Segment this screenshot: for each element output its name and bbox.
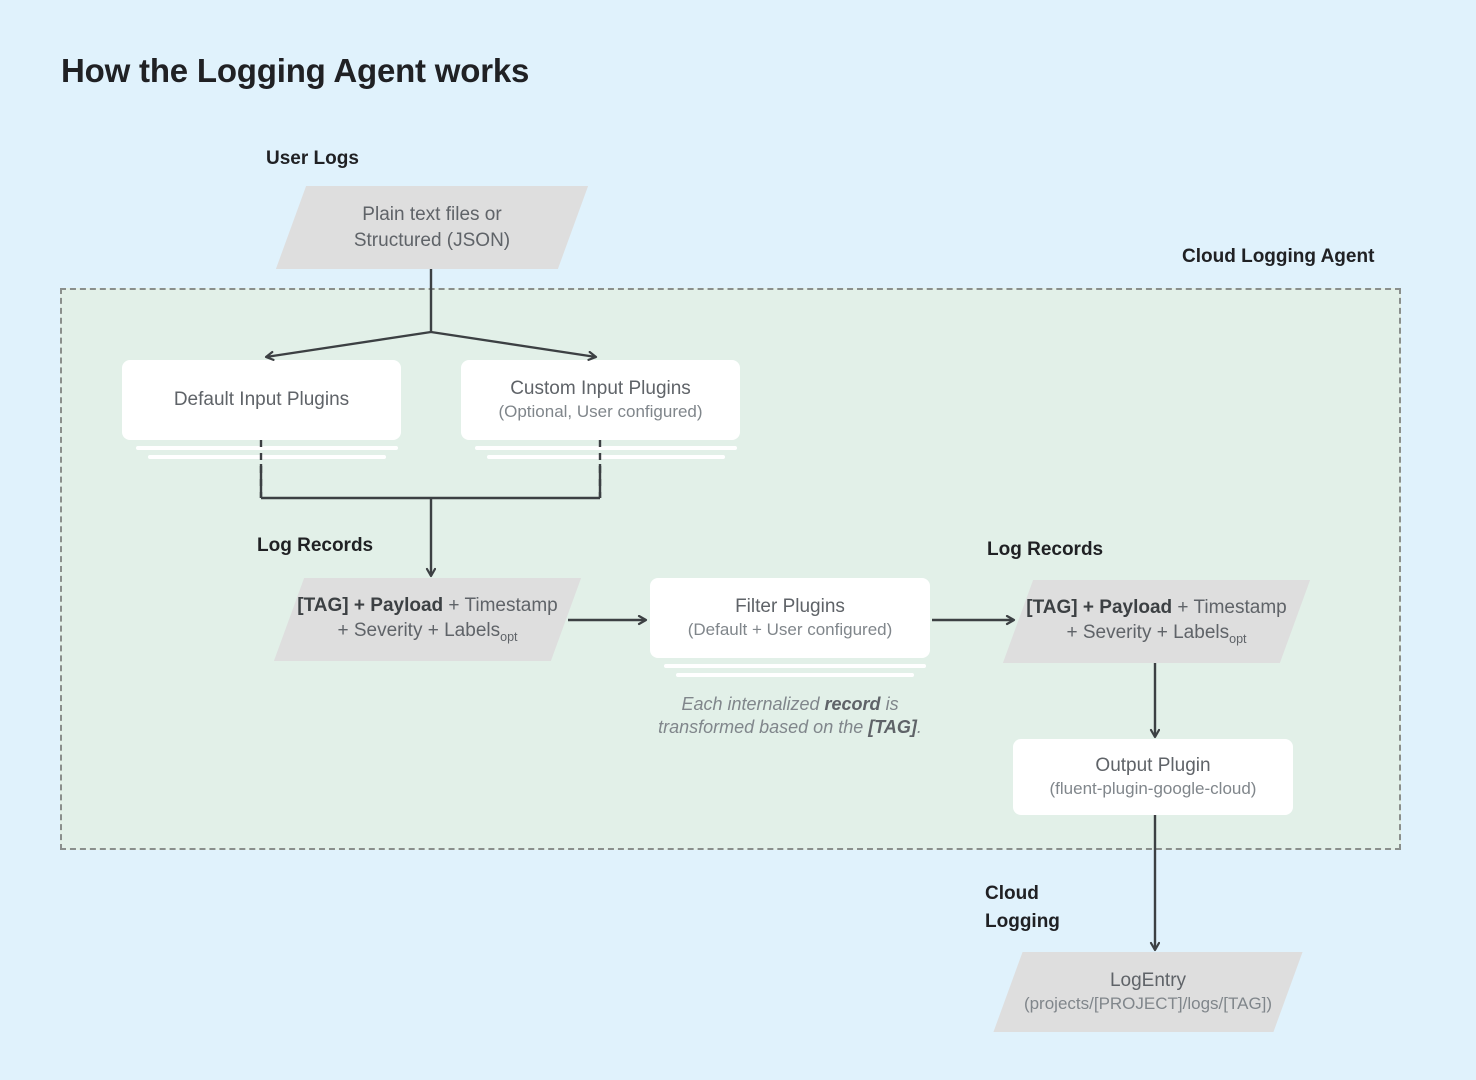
page-title: How the Logging Agent works xyxy=(61,52,530,89)
log-record-left-subscript: opt xyxy=(500,630,518,645)
filter-plugins-title: Filter Plugins xyxy=(735,595,845,617)
custom-input-plugins-stack-1 xyxy=(475,446,737,450)
caption-cloud-logging: Cloud Logging xyxy=(985,883,1060,932)
filter-plugins-subtitle: (Default + User configured) xyxy=(687,620,893,640)
filter-note-part-6: . xyxy=(916,717,922,738)
output-plugin-title: Output Plugin xyxy=(1095,754,1211,776)
log-record-left-rest-2: + Severity + Labels xyxy=(337,620,501,642)
filter-plugins-stack-2 xyxy=(676,673,914,677)
filter-note-tag: [TAG] xyxy=(868,717,917,738)
log-record-right-line-1: [TAG] + Payload + Timestamp xyxy=(1026,595,1286,620)
log-record-left-tag: [TAG] xyxy=(297,595,349,617)
custom-input-plugins-subtitle: (Optional, User configured) xyxy=(498,402,703,422)
log-entry-subtitle: (projects/[PROJECT]/logs/[TAG]) xyxy=(1023,994,1273,1014)
caption-user-logs: User Logs xyxy=(266,148,359,169)
node-log-record-right: [TAG] + Payload + Timestamp + Severity +… xyxy=(1002,580,1311,663)
custom-input-plugins-title: Custom Input Plugins xyxy=(510,377,691,399)
log-record-right-rest-1: + Timestamp xyxy=(1172,597,1287,619)
filter-note-part-4: transformed based on the xyxy=(658,717,869,738)
filter-note-record: record xyxy=(824,694,881,714)
log-record-right-tag: [TAG] xyxy=(1026,597,1078,619)
log-record-right-payload: Payload xyxy=(1099,597,1173,619)
log-record-left-payload: Payload xyxy=(370,595,444,617)
default-input-plugins-stack-1 xyxy=(136,446,398,450)
default-input-plugins-stack-2 xyxy=(148,455,386,459)
user-logs-line-2: Structured (JSON) xyxy=(353,229,511,251)
node-log-entry: LogEntry (projects/[PROJECT]/logs/[TAG]) xyxy=(993,952,1303,1032)
log-record-left-line-2: + Severity + Labelsopt xyxy=(337,618,517,645)
user-logs-line-1: Plain text files or xyxy=(362,204,502,226)
log-record-left-line-1: [TAG] + Payload + Timestamp xyxy=(297,593,557,618)
node-log-record-left: [TAG] + Payload + Timestamp + Severity +… xyxy=(273,578,582,661)
filter-transform-note: Each internalized record is transformed … xyxy=(620,693,960,740)
log-record-right-rest-2: + Severity + Labels xyxy=(1066,622,1230,644)
default-input-plugins-title: Default Input Plugins xyxy=(173,388,350,410)
log-record-right-line-2: + Severity + Labelsopt xyxy=(1066,620,1246,647)
node-custom-input-plugins[interactable]: Custom Input Plugins (Optional, User con… xyxy=(461,360,740,440)
output-plugin-subtitle: (fluent-plugin-google-cloud) xyxy=(1049,779,1257,799)
node-output-plugin[interactable]: Output Plugin (fluent-plugin-google-clou… xyxy=(1013,739,1293,815)
log-record-right-plus: + xyxy=(1077,597,1100,619)
filter-note-part-1: Each internalized xyxy=(681,694,825,714)
caption-log-records-left: Log Records xyxy=(257,535,374,556)
log-entry-title: LogEntry xyxy=(1109,969,1187,991)
log-record-left-plus: + xyxy=(348,595,371,617)
log-record-right-subscript: opt xyxy=(1229,632,1247,647)
caption-cloud-logging-agent: Cloud Logging Agent xyxy=(1182,246,1375,267)
node-filter-plugins[interactable]: Filter Plugins (Default + User configure… xyxy=(650,578,930,658)
node-user-logs-source: Plain text files or Structured (JSON) xyxy=(275,186,589,269)
filter-plugins-stack-1 xyxy=(664,664,926,668)
log-record-left-rest-1: + Timestamp xyxy=(443,595,558,617)
custom-input-plugins-stack-2 xyxy=(487,455,725,459)
node-default-input-plugins[interactable]: Default Input Plugins xyxy=(122,360,401,440)
caption-log-records-right: Log Records xyxy=(987,539,1104,560)
filter-note-part-3: is xyxy=(880,694,899,714)
